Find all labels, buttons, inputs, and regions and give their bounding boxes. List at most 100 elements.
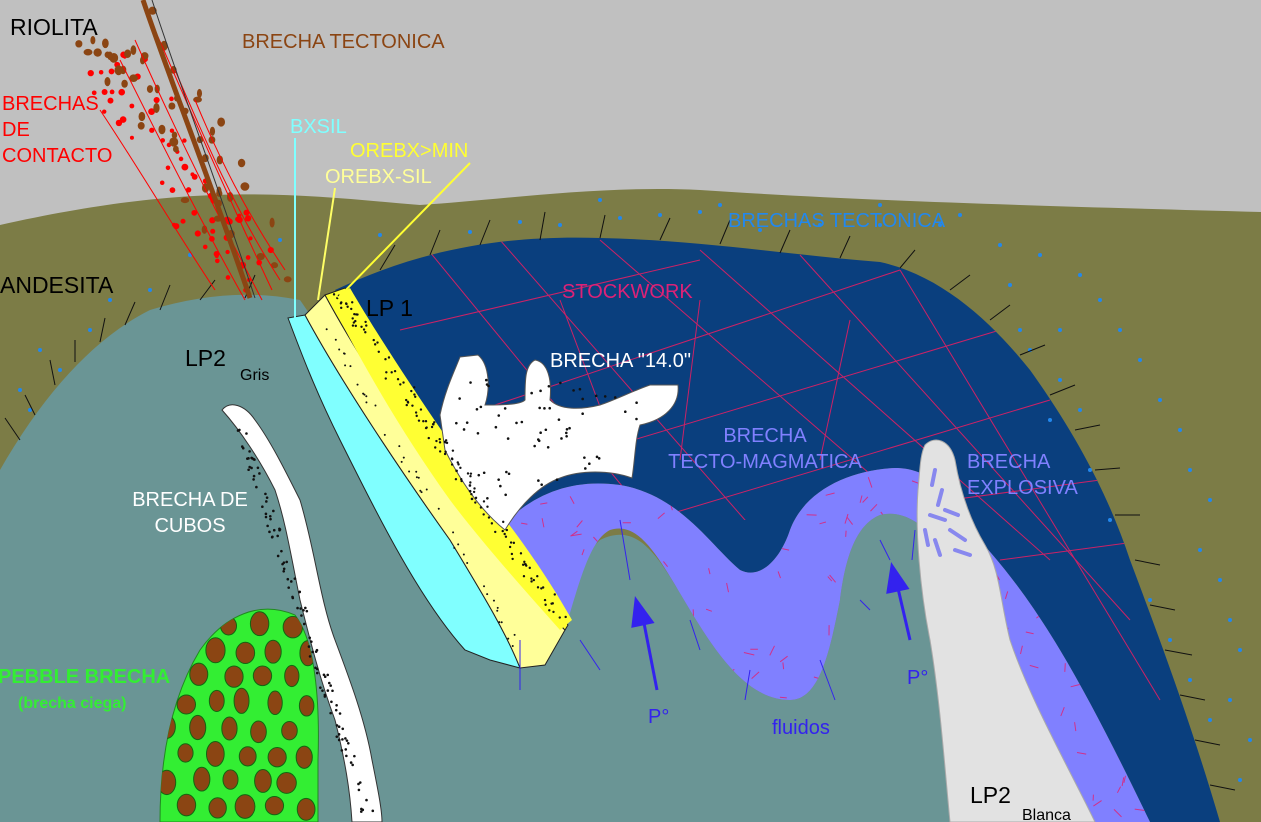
stipple-dot	[361, 808, 365, 812]
pebble-clast	[222, 769, 239, 790]
stipple-dot	[451, 457, 454, 461]
stipple-dot	[553, 593, 556, 596]
pebble-clast	[177, 743, 194, 763]
tecto-fragment	[844, 513, 849, 524]
stipple-dot	[482, 513, 485, 516]
stipple-dot	[508, 545, 512, 549]
tecto-fragment	[1134, 808, 1146, 811]
stipple-dot	[326, 673, 330, 677]
stipple-dot	[252, 478, 255, 481]
blue-dot	[1218, 578, 1222, 582]
hachure-tick	[24, 394, 36, 416]
stipple-dot	[282, 567, 286, 571]
brown-fragment	[114, 65, 123, 76]
pebble-clast	[205, 741, 225, 767]
hachure-tick	[989, 304, 1011, 321]
stipple-dot	[344, 748, 348, 751]
red-fragment	[109, 89, 115, 95]
blue-dot	[58, 368, 62, 372]
stipple-dot	[414, 411, 418, 414]
tecto-fragment	[827, 576, 833, 582]
stipple-dot	[541, 586, 545, 589]
blue-dot	[468, 230, 472, 234]
stipple-dot	[424, 420, 428, 423]
pebble-clast	[221, 716, 238, 741]
brown-fragment	[102, 38, 109, 49]
stipple-dot	[400, 460, 403, 463]
stipple-dot	[354, 324, 357, 328]
hachure-tick	[719, 219, 731, 245]
stipple-dot	[385, 371, 388, 374]
stipple-dot	[264, 515, 268, 519]
hachure-tick	[379, 244, 396, 271]
stipple-dot	[276, 534, 279, 538]
blue-dot	[1058, 328, 1062, 332]
tecto-fragment	[657, 512, 665, 519]
stipple-dot	[383, 433, 386, 436]
stipple-dot	[343, 352, 346, 355]
stipple-dot	[340, 306, 343, 310]
stipple-dot	[477, 473, 481, 477]
tecto-fragment	[743, 652, 755, 656]
stipple-dot	[364, 331, 367, 334]
pressure-arrow-right	[886, 562, 912, 641]
blue-dot	[378, 233, 382, 237]
fluidos-label: fluidos	[772, 717, 830, 739]
tecto-fragment	[769, 645, 775, 656]
tecto-fragment	[862, 496, 869, 503]
brechas-de-contacto-label-line1: BRECHAS	[2, 93, 99, 115]
stipple-dot	[419, 489, 422, 492]
stipple-dot	[256, 466, 260, 470]
stipple-dot	[543, 598, 547, 602]
red-fragment	[118, 88, 126, 96]
stipple-dot	[540, 587, 543, 590]
hachure-tick	[1179, 694, 1206, 701]
blue-dot	[1118, 328, 1122, 332]
stipple-dot	[296, 606, 299, 610]
stipple-dot	[536, 575, 539, 578]
stipple-dot	[453, 546, 456, 549]
brecha-tectonica-top-label: BRECHA TECTONICA	[242, 31, 445, 53]
pebble-clast	[276, 772, 297, 794]
stipple-dot	[240, 445, 244, 448]
stipple-dot	[331, 689, 334, 693]
red-fragment	[190, 172, 195, 177]
red-fragment	[225, 275, 231, 280]
stipple-dot	[486, 505, 489, 508]
brecha-de-cubos-label-line2: CUBOS	[154, 515, 225, 537]
stipple-dot	[513, 633, 516, 636]
tecto-fragment	[859, 495, 863, 503]
red-fragment	[160, 138, 166, 143]
fluid-veinlets	[519, 519, 916, 701]
brown-fragment	[158, 124, 166, 135]
stipple-dot	[490, 522, 494, 525]
stipple-dot	[329, 684, 332, 687]
stipple-dot	[565, 427, 569, 431]
stipple-dot	[560, 437, 563, 440]
stipple-dot	[276, 554, 280, 558]
brown-fragment	[256, 252, 265, 261]
stipple-dot	[548, 406, 552, 410]
stipple-dot	[497, 414, 501, 417]
stipple-dot	[452, 531, 455, 534]
brown-fragment	[169, 137, 179, 147]
stipple-dot	[511, 557, 514, 561]
red-fragment	[210, 228, 216, 234]
blue-dot	[1058, 378, 1062, 382]
blue-dot	[1178, 428, 1182, 432]
hachure-tick	[659, 217, 671, 241]
red-fragment	[202, 244, 208, 250]
stipple-dot	[603, 395, 607, 398]
hachure-tick	[839, 235, 851, 259]
red-fragment	[169, 187, 176, 193]
stipple-dot	[536, 586, 540, 589]
stipple-dot	[289, 580, 293, 583]
brown-fragment	[93, 48, 102, 57]
stipple-dot	[532, 578, 536, 582]
blue-dot	[1018, 328, 1022, 332]
hachure-tick	[899, 249, 916, 269]
brecha-explosiva-label-line1: BRECHA	[967, 451, 1051, 473]
stipple-dot	[415, 470, 418, 473]
pebble-clast	[233, 687, 250, 714]
brechas-tectonica-label: BRECHAS TECTONICA	[728, 210, 946, 232]
